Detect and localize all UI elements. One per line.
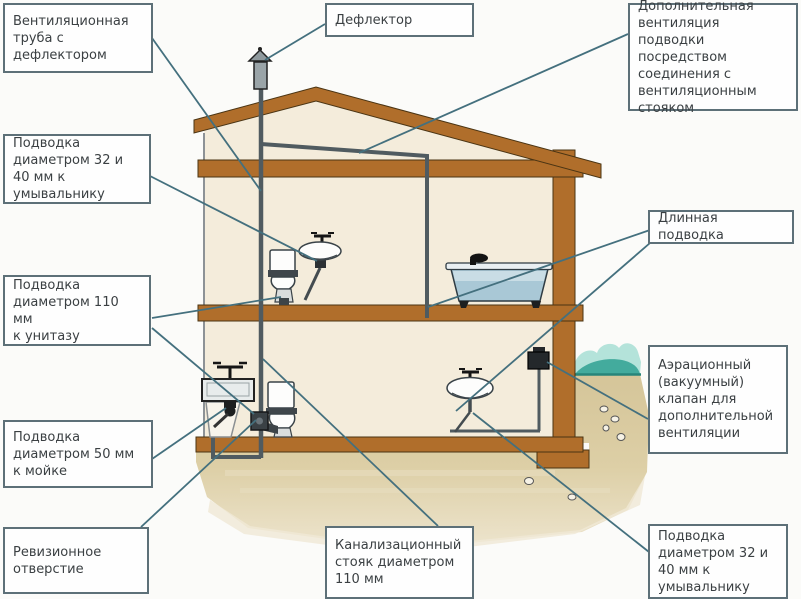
callout-line xyxy=(358,33,629,154)
foundation-footing xyxy=(536,449,590,469)
callout-label: Дефлектор xyxy=(335,12,413,28)
toilet-second-floor xyxy=(268,249,298,305)
bathtub xyxy=(445,253,553,308)
callout-line xyxy=(151,37,262,192)
callout-label: Подводка диаметром 50 мм к мойке xyxy=(13,429,135,479)
callout-line xyxy=(455,242,651,412)
callout-box-sewer-stack-110: Канализационный стояк диаметром 110 мм xyxy=(325,526,474,599)
callout-line xyxy=(546,361,649,420)
callout-line xyxy=(262,358,439,527)
callout-line xyxy=(151,296,282,319)
washbasin-second-floor xyxy=(298,232,342,301)
callout-label: Подводка диаметром 32 и 40 мм к умывальн… xyxy=(13,136,124,202)
ground-soil xyxy=(196,374,649,548)
callout-lines xyxy=(140,23,651,553)
callout-line xyxy=(149,175,318,262)
callout-box-deflector: Дефлектор xyxy=(325,3,474,37)
callout-box-additional-ventilation: Дополнительная вентиляция подводки посре… xyxy=(628,0,798,116)
revision-opening-fitting xyxy=(250,411,269,431)
deflector-icon xyxy=(247,47,273,90)
roof xyxy=(193,86,602,179)
callout-line xyxy=(151,327,255,415)
faucet-icon xyxy=(213,361,247,378)
callout-box-aeration-vacuum-valve: Аэрационный (вакуумный) клапан для допол… xyxy=(648,345,788,454)
callout-label: Дополнительная вентиляция подводки посре… xyxy=(638,0,757,116)
pebbles xyxy=(524,405,626,501)
callout-label: Подводка диаметром 32 и 40 мм к умывальн… xyxy=(658,528,769,595)
callout-line xyxy=(151,407,227,460)
bath-faucet-icon xyxy=(470,253,488,265)
callout-box-long-supply: Длинная подводка xyxy=(648,210,794,244)
floor-beams xyxy=(195,159,584,453)
callout-line xyxy=(140,419,257,528)
callout-box-supply-32-40-washbasin-lower: Подводка диаметром 32 и 40 мм к умывальн… xyxy=(648,524,788,599)
faucet-icon xyxy=(459,368,482,380)
house-interior-wall xyxy=(204,101,553,452)
kitchen-sink xyxy=(201,361,255,438)
callout-label: Подводка диаметром 110 мм к унитазу xyxy=(13,277,119,344)
callout-box-supply-110-toilet: Подводка диаметром 110 мм к унитазу xyxy=(3,275,151,346)
right-wall xyxy=(552,149,576,453)
grass-mound xyxy=(563,343,641,376)
callout-label: Ревизионное отверстие xyxy=(13,544,102,577)
callout-line xyxy=(472,412,650,553)
toilet-first-floor xyxy=(261,381,297,438)
callout-label: Вентиляционная труба с дефлектором xyxy=(13,13,129,63)
callout-box-supply-32-40-washbasin-upper: Подводка диаметром 32 и 40 мм к умывальн… xyxy=(3,134,151,204)
callout-box-supply-50-sink: Подводка диаметром 50 мм к мойке xyxy=(3,420,153,488)
callout-box-vent-pipe-with-deflector: Вентиляционная труба с дефлектором xyxy=(3,3,153,73)
callout-label: Аэрационный (вакуумный) клапан для допол… xyxy=(658,358,774,441)
callout-box-revision-opening: Ревизионное отверстие xyxy=(3,527,149,594)
faucet-icon xyxy=(311,232,334,243)
callout-line xyxy=(264,23,326,61)
callout-line xyxy=(427,229,651,308)
vent-loop-pipe xyxy=(260,142,429,318)
callout-label: Длинная подводка xyxy=(658,211,724,243)
aeration-valve xyxy=(527,347,550,370)
callout-label: Канализационный стояк диаметром 110 мм xyxy=(335,538,462,587)
